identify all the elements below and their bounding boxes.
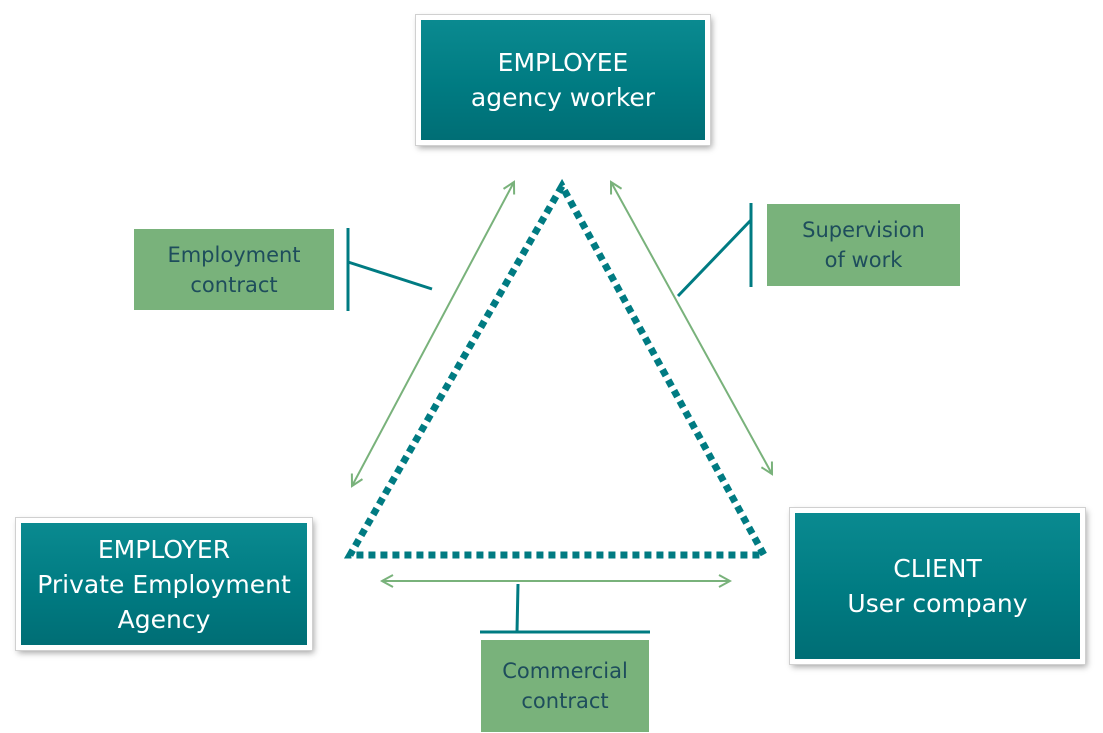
commercial-contract-label-line2: contract bbox=[521, 689, 609, 713]
employment-contract-label-line2: contract bbox=[190, 272, 278, 297]
commercial-contract-label: Commercial contract bbox=[481, 640, 649, 732]
commercial-callout-bracket bbox=[480, 583, 650, 634]
supervision-label-line2: of work bbox=[824, 248, 903, 272]
employer-node-title: EMPLOYER bbox=[97, 534, 231, 564]
employment-contract-label: Employment contract bbox=[134, 229, 334, 310]
client-node-title: CLIENT bbox=[893, 554, 982, 583]
client-node-subtitle: User company bbox=[847, 589, 1028, 618]
supervision-of-work-label: Supervision of work bbox=[767, 204, 960, 286]
employer-node-subtitle: Private Employment bbox=[37, 569, 291, 599]
client-node: CLIENT User company bbox=[790, 508, 1085, 664]
supervision-label-line1: Supervision bbox=[802, 218, 925, 242]
commercial-contract-label-line1: Commercial bbox=[502, 659, 628, 683]
supervision-callout-bracket bbox=[676, 203, 753, 298]
employee-node-subtitle: agency worker bbox=[470, 83, 656, 112]
employee-node: EMPLOYEE agency worker bbox=[416, 15, 710, 145]
employment-contract-label-line1: Employment bbox=[167, 242, 301, 267]
supervision-arrow bbox=[611, 182, 772, 474]
relationship-triangle bbox=[343, 178, 770, 559]
employment-arrow bbox=[352, 182, 514, 486]
employment-callout-bracket bbox=[346, 228, 433, 311]
employer-node-subtitle-2: Agency bbox=[117, 604, 211, 634]
employee-node-title: EMPLOYEE bbox=[497, 48, 629, 77]
employer-node: EMPLOYER Private Employment Agency bbox=[16, 518, 312, 650]
